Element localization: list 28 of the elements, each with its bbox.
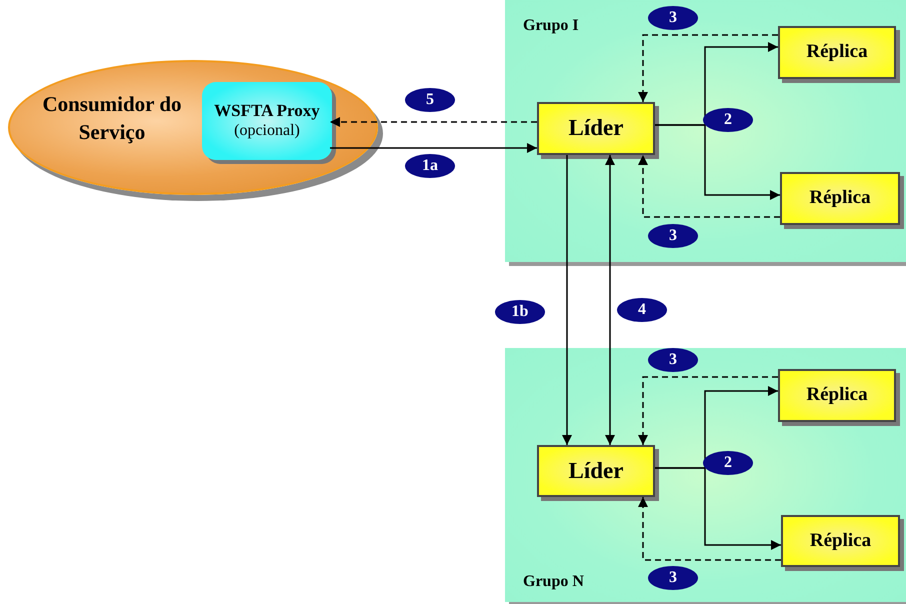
group-panel bbox=[505, 0, 906, 262]
node-label: Réplica bbox=[806, 383, 868, 408]
dashed-arrow bbox=[638, 34, 778, 102]
arrow bbox=[330, 143, 537, 153]
dashed-arrow bbox=[638, 376, 778, 445]
group-title: Grupo N bbox=[523, 572, 584, 592]
node-label: Réplica bbox=[809, 186, 871, 210]
arrow bbox=[562, 155, 572, 445]
dashed-arrow bbox=[330, 117, 537, 127]
edge-label: 5 bbox=[405, 88, 455, 112]
node-label: Réplica bbox=[810, 528, 872, 553]
group-panel bbox=[505, 348, 906, 602]
arrow bbox=[655, 467, 781, 550]
proxy-box bbox=[202, 82, 332, 160]
arrow bbox=[605, 155, 615, 445]
group-title: Grupo I bbox=[523, 16, 579, 36]
edge-label: 4 bbox=[617, 298, 667, 322]
node-label: Réplica bbox=[806, 40, 868, 64]
edge-label: 1b bbox=[495, 300, 545, 324]
dashed-arrow bbox=[638, 155, 780, 218]
edge-label: 1a bbox=[405, 154, 455, 178]
dashed-arrow bbox=[638, 497, 781, 561]
node-label: (opcional) bbox=[234, 121, 300, 141]
node-label: Líder bbox=[568, 114, 624, 142]
node-label: Líder bbox=[568, 456, 624, 485]
node-label: Consumidor do Serviço bbox=[41, 91, 183, 146]
node-label: WSFTA Proxy bbox=[213, 101, 321, 121]
arrow bbox=[655, 124, 780, 200]
